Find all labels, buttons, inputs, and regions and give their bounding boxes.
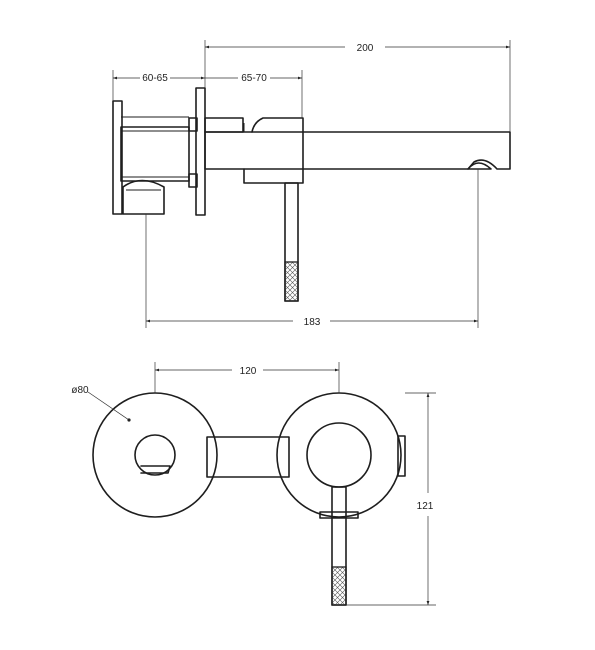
right-rosette — [276, 392, 402, 518]
mixer-handle-hub — [306, 422, 372, 488]
front-view — [92, 392, 406, 606]
diverter-knob — [134, 434, 176, 476]
dimension-label-spout-reach: 183 — [304, 317, 321, 328]
aerator — [467, 162, 492, 170]
dimension-label-overall-length: 200 — [357, 43, 374, 54]
side-stop — [397, 435, 406, 477]
dimension-label-wall-depth-cover: 65-70 — [241, 73, 267, 84]
diverter-lever — [140, 465, 171, 474]
label-backdrop — [140, 71, 170, 83]
cartridge-housing — [122, 179, 165, 215]
side-view-dimensions: 200 60-65 65-70 183 — [112, 40, 511, 328]
dimension-label-wall-depth-body: 60-65 — [142, 73, 168, 84]
leader-line-diameter — [87, 391, 130, 421]
spout — [204, 131, 511, 170]
left-rosette — [92, 392, 218, 518]
handle-cap — [204, 117, 244, 133]
pipe-connector — [188, 173, 198, 188]
pipe-connector — [188, 117, 198, 132]
front-view-dimensions: 120 ø80 121 — [71, 362, 436, 606]
lever-base-tab — [319, 511, 359, 519]
connecting-bar — [206, 436, 290, 478]
front-lever-knurled-grip — [331, 566, 347, 606]
leader-dot — [127, 418, 131, 422]
concealed-body-plate — [112, 100, 123, 215]
dimension-label-center-distance: 120 — [240, 366, 257, 377]
side-view — [112, 87, 511, 302]
handle-hub — [243, 117, 304, 184]
wall-cover-plate — [195, 87, 206, 216]
lever-knurled-grip — [284, 261, 299, 302]
concealed-body — [120, 126, 190, 182]
dimension-label-total-height: 121 — [417, 501, 434, 512]
label-backdrop — [238, 71, 270, 83]
dimension-label-rosette-diameter: ø80 — [71, 385, 89, 396]
